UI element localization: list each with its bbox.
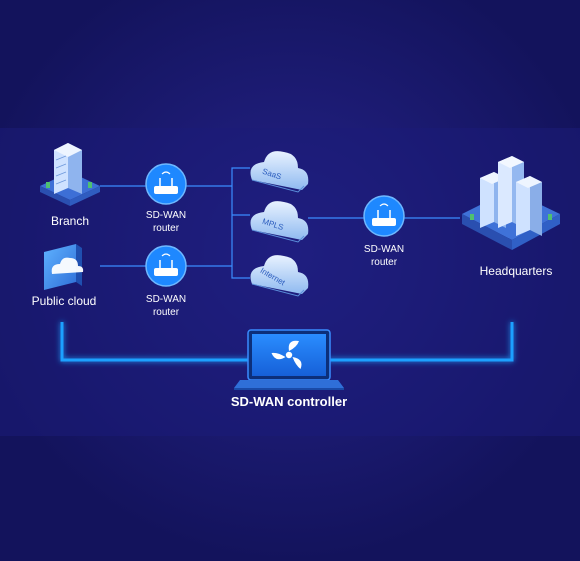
- router-hq-label-line2: router: [370, 256, 398, 268]
- router-hq-label: SD-WAN router: [344, 244, 424, 269]
- router-top-label-line2: router: [152, 222, 180, 234]
- router-bottom-label: SD-WAN router: [126, 294, 206, 319]
- saas-cloud-icon: SaaS: [250, 151, 309, 193]
- link-router-top-clouds: [186, 167, 250, 279]
- router-top-icon: [145, 163, 187, 205]
- public-cloud-label: Public cloud: [31, 294, 97, 308]
- router-hq-label-line1: SD-WAN: [363, 244, 405, 255]
- headquarters-building-icon: [462, 156, 560, 250]
- router-bottom-label-line1: SD-WAN: [145, 294, 187, 305]
- mpls-cloud-icon: MPLS: [250, 201, 309, 243]
- controller-label: SD-WAN controller: [230, 394, 348, 409]
- router-top-label: SD-WAN router: [126, 210, 206, 235]
- links: [100, 167, 460, 279]
- router-top-label-line1: SD-WAN: [145, 210, 187, 221]
- router-bottom-icon: [145, 245, 187, 287]
- branch-building-icon: [40, 143, 100, 206]
- headquarters-label: Headquarters: [479, 264, 553, 278]
- branch-label: Branch: [50, 214, 90, 228]
- router-hq-icon: [363, 195, 405, 237]
- router-bottom-label-line2: router: [152, 306, 180, 318]
- public-cloud-icon: [44, 244, 84, 290]
- controller-laptop-icon: [234, 329, 344, 390]
- internet-cloud-icon: Internet: [250, 255, 309, 297]
